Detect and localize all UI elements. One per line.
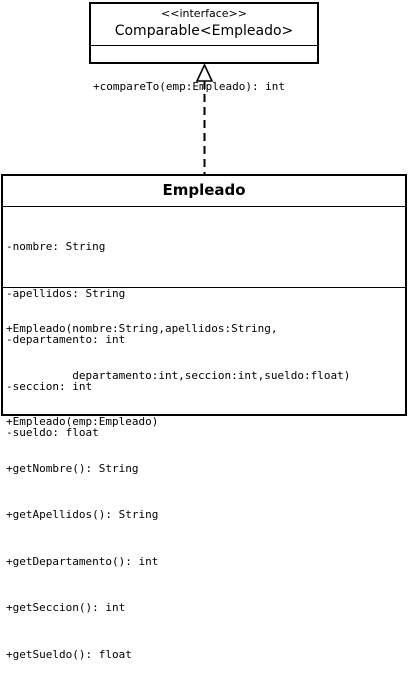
realization-connector [195,63,214,174]
interface-operations: +compareTo(emp:Empleado): int [91,45,317,126]
class-name: Empleado [162,181,246,199]
class-header: Empleado [3,176,405,206]
class-attribute: -apellidos: String [6,286,126,300]
interface-comparable: <<interface>> Comparable<Empleado> +comp… [89,2,319,93]
class-operation: +getNombre(): String [6,461,139,475]
class-operation: +getSueldo(): float [6,647,132,661]
class-operation: +getApellidos(): String [6,508,159,521]
class-operation: +getSeccion(): int [6,601,126,614]
interface-operation: +compareTo(emp:Empleado): int [93,80,286,93]
class-operation: departamento:int,seccion:int,sueldo:floa… [6,368,351,382]
class-operation: +Empleado(emp:Empleado) [6,415,159,428]
class-attribute: -departamento: int [6,333,126,346]
interface-stereotype: <<interface>> [161,7,247,20]
class-operation: +Empleado(nombre:String,apellidos:String… [6,322,278,335]
class-attribute: -seccion: int [6,379,93,393]
interface-header: <<interface>> Comparable<Empleado> [91,4,317,45]
realization-arrowhead [195,63,214,82]
class-attribute: -nombre: String [6,240,106,253]
interface-name: Comparable<Empleado> [114,23,294,39]
class-operation: +getDepartamento(): int [6,554,159,568]
class-operations: +Empleado(nombre:String,apellidos:String… [3,287,405,693]
class-attributes: -nombre: String -apellidos: String -depa… [3,206,405,439]
class-empleado: Empleado -nombre: String -apellidos: Str… [1,174,407,661]
